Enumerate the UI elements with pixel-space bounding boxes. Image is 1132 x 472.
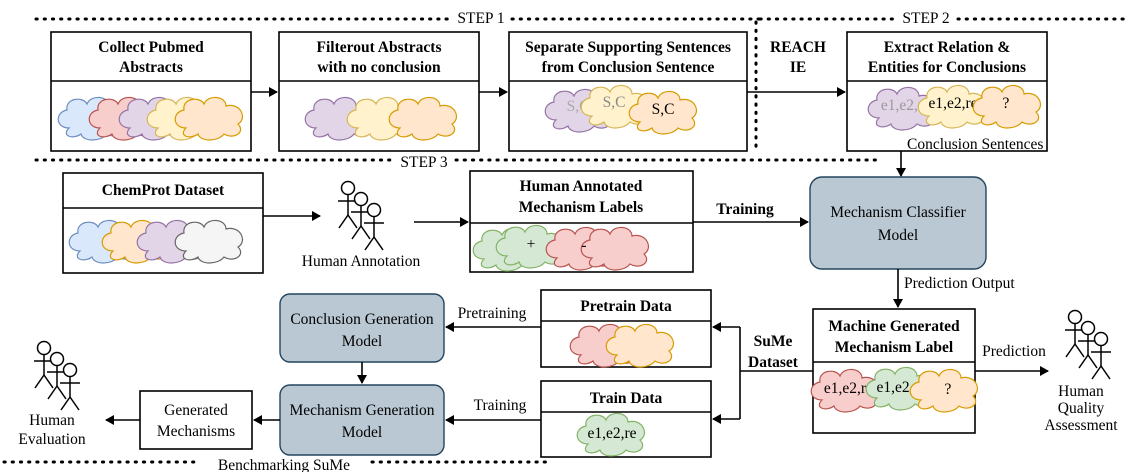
plus-text: + [527, 236, 536, 253]
training-bold-label: Training [716, 201, 774, 218]
training-label: Training [474, 397, 527, 414]
abstract-cloud [174, 96, 243, 141]
human-evaluation-label-2: Evaluation [18, 431, 85, 448]
conclusion-generation-model: Conclusion Generation Model [279, 293, 445, 363]
human-annotated-box: Human Annotated Mechanism Labels + - [469, 170, 694, 273]
train-title: Train Data [590, 390, 663, 407]
machine-title-2: Mechanism Label [835, 339, 954, 356]
machine-title-1: Machine Generated [828, 318, 960, 335]
human-annotated-title-1: Human Annotated [520, 178, 643, 195]
step-2-label: STEP 2 [902, 10, 949, 27]
separate-sentences-box: Separate Supporting Sentences from Concl… [508, 31, 748, 152]
sume-dataset-label-2: Dataset [748, 354, 799, 371]
reach-label-1: REACH [770, 39, 826, 56]
mechanism-gen-title-1: Mechanism Generation [289, 402, 434, 419]
mach-text-q: ? [945, 381, 952, 398]
conclusion-gen-title-2: Model [342, 333, 382, 350]
train-data-box: Train Data e1,e2,re [540, 380, 712, 458]
sc-text-front: S,C [652, 101, 675, 118]
reach-label-2: IE [790, 59, 806, 76]
extract-title-2: Entities for Conclusions [868, 59, 1026, 76]
prediction-label: Prediction [982, 343, 1046, 360]
extract-title-1: Extract Relation & [884, 39, 1011, 56]
filter-clouds [304, 96, 457, 141]
sume-dataset-label-1: SuMe [754, 333, 793, 350]
benchmark-label: Benchmarking SuMe [218, 457, 350, 472]
mechanism-gen-title-2: Model [342, 424, 382, 441]
step-2-separator [754, 17, 1130, 154]
generated-mechanisms-box: Generated Mechanisms [139, 390, 253, 450]
mechanism-generation-model: Mechanism Generation Model [279, 384, 445, 456]
train-cloud [576, 412, 645, 457]
pretraining-label: Pretraining [458, 305, 527, 322]
pretrain-data-box: Pretrain Data [540, 289, 712, 368]
separate-title-1: Separate Supporting Sentences [525, 39, 731, 56]
classifier-title-1: Mechanism Classifier [830, 204, 966, 221]
separate-title-2: from Conclusion Sentence [542, 59, 715, 76]
generated-title-1: Generated [164, 402, 228, 419]
abstract-cloud [388, 96, 457, 141]
ext-text-front: e1,e2,re [928, 95, 977, 112]
mach-text-1: e1,e2,r [824, 380, 867, 397]
human-annotation-label: Human Annotation [302, 253, 421, 270]
conclusion-gen-title-1: Conclusion Generation [290, 311, 434, 328]
human-evaluator-icon [34, 340, 80, 411]
sentence-cloud [628, 90, 697, 135]
train-cloud-text: e1,e2,re [587, 425, 636, 442]
extract-relation-box: Extract Relation & Entities for Conclusi… [846, 31, 1048, 152]
negative-label-cloud [580, 226, 649, 271]
chemprot-box: ChemProt Dataset [62, 172, 264, 274]
quality-label-3: Assessment [1044, 417, 1118, 434]
sc-text-back2: S,C [603, 94, 626, 111]
human-evaluation-label-1: Human [29, 412, 75, 429]
mechanism-cloud [909, 368, 978, 413]
ext-text-q: ? [1003, 95, 1010, 112]
prediction-output-label: Prediction Output [904, 275, 1015, 292]
relation-cloud [972, 84, 1041, 129]
step-3-label: STEP 3 [400, 154, 447, 171]
quality-label-1: Human [1058, 383, 1104, 400]
chemprot-cloud [174, 219, 243, 264]
ext-text-back: e1,e2,r [881, 97, 924, 114]
minus-text: - [581, 237, 586, 254]
filter-title-1: Filterout Abstracts [317, 39, 442, 56]
quality-assessor-icon [1065, 309, 1111, 380]
human-annotator-icon [338, 180, 384, 251]
conclusion-sentences-label: Conclusion Sentences [907, 136, 1043, 153]
quality-label-2: Quality [1058, 400, 1105, 417]
mechanism-classifier-model: Mechanism Classifier Model [809, 176, 987, 270]
collect-title-1: Collect Pubmed [98, 39, 204, 56]
pretrain-title: Pretrain Data [580, 298, 672, 315]
filter-title-2: with no conclusion [317, 59, 441, 76]
filter-abstracts-box: Filterout Abstracts with no conclusion [278, 31, 480, 152]
human-annotated-title-2: Mechanism Labels [519, 199, 643, 216]
classifier-title-2: Model [878, 227, 918, 244]
collect-pubmed-box: Collect Pubmed Abstracts [50, 31, 252, 152]
chemprot-title: ChemProt Dataset [102, 182, 225, 199]
step-1-label: STEP 1 [457, 10, 504, 27]
machine-generated-box: Machine Generated Mechanism Label e1,e2,… [810, 308, 978, 434]
collect-title-2: Abstracts [119, 59, 183, 76]
collect-clouds [57, 96, 243, 141]
pretrain-cloud [605, 323, 674, 368]
generated-title-2: Mechanisms [157, 423, 235, 440]
